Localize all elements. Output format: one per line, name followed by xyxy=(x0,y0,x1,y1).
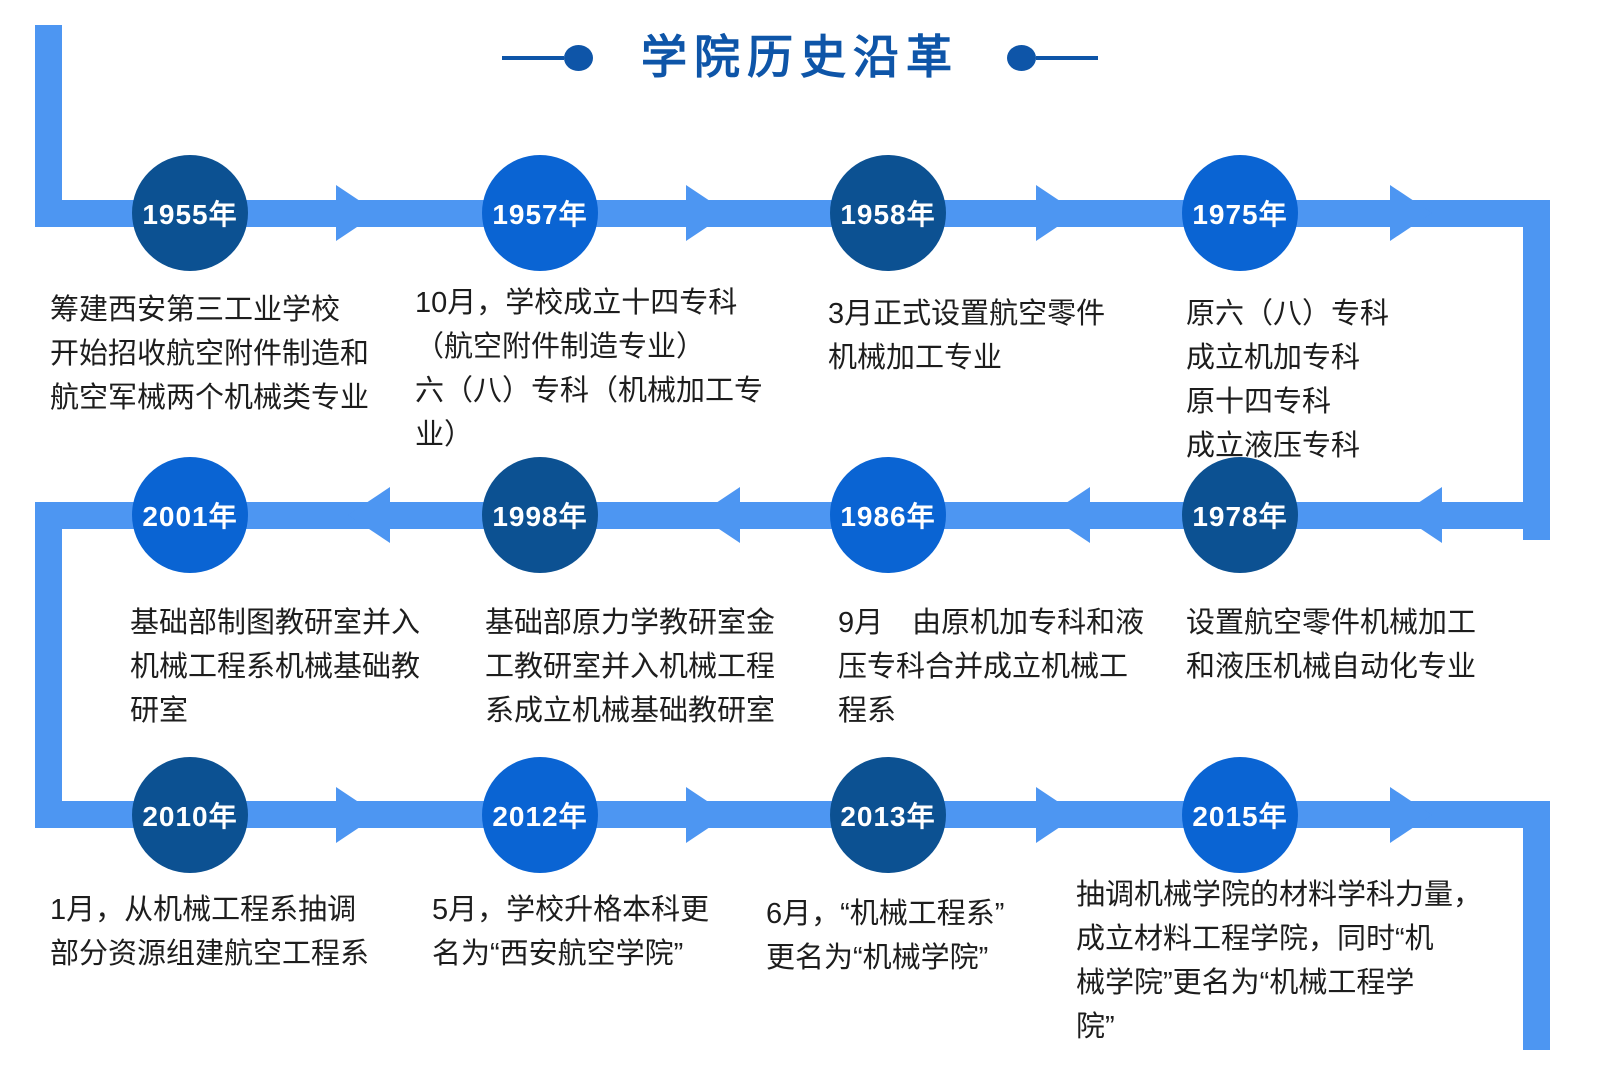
year-label: 2013年 xyxy=(840,801,936,832)
year-label: 2012年 xyxy=(492,801,588,832)
year-label: 2001年 xyxy=(142,501,238,532)
timeline-node-2010: 2010年 xyxy=(132,757,248,873)
timeline-connector-bottom-right xyxy=(1523,801,1550,1050)
timeline-bar-row2 xyxy=(35,502,1550,529)
arrow-left-icon xyxy=(1048,487,1090,543)
year-label: 1958年 xyxy=(840,199,936,230)
event-description-1978: 设置航空零件机械加工 和液压机械自动化专业 xyxy=(1186,607,1477,683)
arrow-left-icon xyxy=(348,487,390,543)
arrow-right-icon xyxy=(1036,787,1078,843)
year-label: 1955年 xyxy=(142,199,238,230)
event-description-1957: 10月，学校成立十四专科 （航空附件制造专业） 六（八）专科（机械加工专 业） xyxy=(415,287,764,451)
timeline-node-1986: 1986年 xyxy=(830,457,946,573)
page-header: 学院历史沿革 xyxy=(0,30,1600,85)
event-description-1955: 筹建西安第三工业学校 开始招收航空附件制造和 航空军械两个机械类专业 xyxy=(50,294,370,414)
event-description-2015: 抽调机械学院的材料学科力量， 成立材料工程学院，同时“机 械学院”更名为“机械工… xyxy=(1076,879,1483,1043)
arrow-right-icon xyxy=(1036,185,1078,241)
timeline-node-1958: 1958年 xyxy=(830,155,946,271)
timeline-node-2013: 2013年 xyxy=(830,757,946,873)
timeline-bar-row1 xyxy=(35,200,1550,227)
arrow-right-icon xyxy=(686,787,728,843)
arrow-right-icon xyxy=(336,787,378,843)
timeline-node-1975: 1975年 xyxy=(1182,155,1298,271)
timeline-node-1955: 1955年 xyxy=(132,155,248,271)
timeline-node-2015: 2015年 xyxy=(1182,757,1298,873)
page-title: 学院历史沿革 xyxy=(641,31,959,83)
event-description-2010: 1月，从机械工程系抽调 部分资源组建航空工程系 xyxy=(50,894,370,970)
decor-dot-right-icon xyxy=(1007,44,1036,71)
timeline-node-1957: 1957年 xyxy=(482,155,598,271)
event-description-1998: 基础部原力学教研室金 工教研室并入机械工程 系成立机械基础教研室 xyxy=(485,607,776,727)
timeline-connector-right-1 xyxy=(1523,200,1550,540)
timeline-node-1978: 1978年 xyxy=(1182,457,1298,573)
title-decor-left xyxy=(502,44,593,71)
arrow-right-icon xyxy=(336,185,378,241)
arrow-left-icon xyxy=(1400,487,1442,543)
timeline-node-1998: 1998年 xyxy=(482,457,598,573)
event-description-2013: 6月，“机械工程系” 更名为“机械学院” xyxy=(766,898,1005,974)
event-description-1958: 3月正式设置航空零件 机械加工专业 xyxy=(828,298,1106,374)
timeline-connector-left-2 xyxy=(35,502,62,828)
decor-line-left-icon xyxy=(502,55,564,60)
event-description-1975: 原六（八）专科 成立机加专科 原十四专科 成立液压专科 xyxy=(1186,298,1390,462)
arrow-right-icon xyxy=(1390,185,1432,241)
year-label: 1986年 xyxy=(840,501,936,532)
arrow-right-icon xyxy=(686,185,728,241)
year-label: 1957年 xyxy=(492,199,588,230)
arrow-right-icon xyxy=(1390,787,1432,843)
timeline-connector-top-left xyxy=(35,25,62,227)
year-label: 2010年 xyxy=(142,801,238,832)
timeline-node-2012: 2012年 xyxy=(482,757,598,873)
decor-dot-left-icon xyxy=(564,44,593,71)
year-label: 1975年 xyxy=(1192,199,1288,230)
arrow-left-icon xyxy=(698,487,740,543)
timeline-node-2001: 2001年 xyxy=(132,457,248,573)
timeline-bar-row3 xyxy=(35,801,1550,828)
event-description-2012: 5月，学校升格本科更 名为“西安航空学院” xyxy=(432,894,710,970)
year-label: 2015年 xyxy=(1192,801,1288,832)
year-label: 1978年 xyxy=(1192,501,1288,532)
event-description-2001: 基础部制图教研室并入 机械工程系机械基础教 研室 xyxy=(130,607,421,727)
event-description-1986: 9月 由原机加专科和液 压专科合并成立机械工 程系 xyxy=(838,607,1145,727)
year-label: 1998年 xyxy=(492,501,588,532)
decor-line-right-icon xyxy=(1036,55,1098,60)
title-decor-right xyxy=(1007,44,1098,71)
